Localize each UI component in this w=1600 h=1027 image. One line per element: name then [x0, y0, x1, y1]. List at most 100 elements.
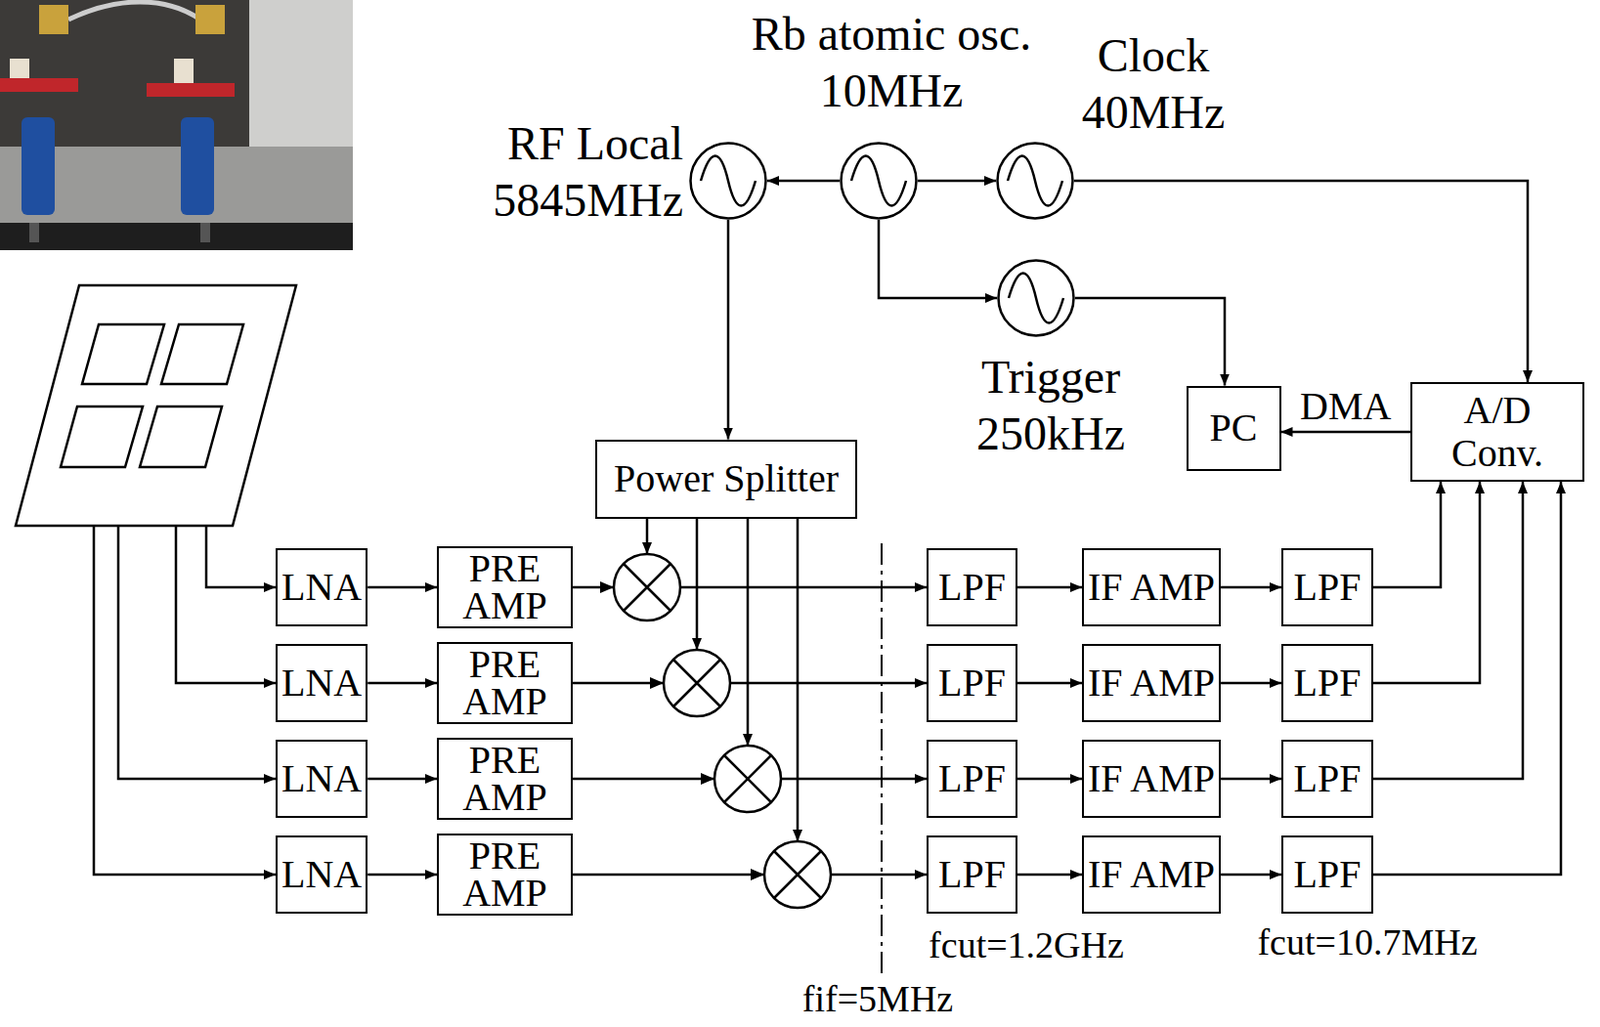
- antenna-feeds: [93, 525, 276, 875]
- oscillator-circle: [998, 260, 1075, 337]
- signal-arrow: [1017, 586, 1082, 590]
- oscillator-symbol: [689, 141, 768, 220]
- signal-arrow: [1220, 682, 1282, 686]
- photo-edge: [0, 222, 353, 251]
- feed-wire: [175, 525, 276, 684]
- mixer-symbol: [649, 649, 731, 717]
- lpf-box: LPF: [926, 548, 1018, 627]
- sine-wave: [1007, 156, 1063, 207]
- signal-arrow: [1220, 873, 1282, 877]
- block-label: LPF: [938, 565, 1006, 609]
- block-label: Power Splitter: [613, 457, 839, 501]
- oscillator-label: Trigger 250kHz: [963, 348, 1138, 462]
- oscillator-symbol: [839, 141, 918, 220]
- signal-arrow: [1017, 778, 1082, 781]
- photo-cylinder: [180, 117, 215, 216]
- oscillator-name: Clock 40MHz: [1070, 27, 1237, 140]
- block-label: LNA: [281, 757, 362, 801]
- block-label: IF AMP: [1087, 565, 1215, 609]
- signal-arrow: [367, 682, 437, 686]
- block-label: LNA: [281, 853, 362, 897]
- signal-arrow: [917, 179, 996, 183]
- block-label: LNA: [281, 661, 362, 705]
- lo-wire: [695, 518, 699, 650]
- photo-connector: [39, 4, 69, 35]
- signal-arrow: [727, 219, 731, 440]
- block-label: PRE AMP: [442, 550, 567, 625]
- lo-wire: [796, 518, 800, 842]
- oscillator-label: Rb atomic osc. 10MHz: [735, 5, 1048, 119]
- signal-arrow: [1220, 778, 1282, 781]
- ad-converter-box: A/D Conv.: [1410, 382, 1585, 482]
- oscillator-circle: [691, 143, 767, 219]
- lna-box: LNA: [275, 739, 368, 819]
- lpf-box: LPF: [1281, 644, 1374, 723]
- lna-box: LNA: [275, 644, 368, 723]
- antenna-element: [161, 324, 244, 385]
- antenna-element: [82, 324, 165, 385]
- photo-background: [0, 0, 353, 251]
- frequency-note: fcut=1.2GHz: [928, 926, 1125, 966]
- frequency-note: fcut=10.7MHz: [1256, 923, 1477, 963]
- oscillator-circle: [841, 143, 917, 219]
- oscillator-name: Trigger 250kHz: [963, 348, 1138, 462]
- signal-arrow: [1373, 481, 1561, 875]
- block-label: PRE AMP: [442, 741, 567, 817]
- mixer-symbol: [600, 554, 681, 621]
- clock-oscillator: Clock 40MHz: [995, 141, 1075, 220]
- signal-arrow: [1373, 481, 1523, 779]
- signal-arrow: [367, 778, 437, 781]
- signal-arrow: [1373, 481, 1441, 588]
- preamp-box: PRE AMP: [436, 737, 573, 821]
- mixer-symbol: [750, 841, 831, 909]
- equipment-photo: [0, 0, 353, 251]
- photo-foot: [29, 222, 40, 243]
- lna-box: LNA: [275, 835, 368, 914]
- block-label: IF AMP: [1087, 661, 1215, 705]
- if-boundary-line: [880, 543, 883, 976]
- preamp-box: PRE AMP: [436, 833, 573, 916]
- lpf-box: LPF: [926, 739, 1018, 819]
- if-amp-box: IF AMP: [1081, 835, 1221, 914]
- lo-wire: [746, 518, 750, 746]
- oscillator-name: RF Local 5845MHz: [477, 115, 684, 228]
- preamp-box: PRE AMP: [436, 642, 573, 725]
- lna-box: LNA: [275, 548, 368, 627]
- photo-foot: [200, 222, 211, 243]
- preamp-box: PRE AMP: [436, 546, 573, 629]
- block-label: IF AMP: [1087, 757, 1215, 801]
- antenna-array: [15, 285, 297, 526]
- block-label: A/D Conv.: [1416, 389, 1579, 476]
- antenna-element: [139, 406, 222, 468]
- edge-label: DMA: [1297, 385, 1394, 429]
- block-label: PRE AMP: [442, 837, 567, 912]
- oscillator-label: RF Local 5845MHz: [477, 115, 684, 228]
- signal-arrow: [767, 179, 840, 183]
- power-splitter-box: Power Splitter: [595, 439, 858, 519]
- signal-arrow: [878, 219, 997, 299]
- pc-box: PC: [1186, 386, 1282, 472]
- signal-arrow: [1017, 682, 1082, 686]
- oscillator-circle: [997, 143, 1074, 219]
- signal-arrow: [1281, 431, 1412, 434]
- oscillator-symbol: [996, 259, 1076, 338]
- block-label: LPF: [1294, 565, 1362, 609]
- antenna-element: [60, 406, 143, 468]
- oscillator-label: Clock 40MHz: [1070, 27, 1237, 140]
- signal-arrow: [1373, 481, 1480, 684]
- sine-wave: [1008, 273, 1064, 324]
- block-label: LNA: [281, 565, 362, 609]
- signal-arrow: [367, 873, 437, 877]
- block-label: LPF: [938, 661, 1006, 705]
- signal-arrow: [572, 682, 927, 686]
- oscillator-name: Rb atomic osc. 10MHz: [735, 5, 1048, 119]
- block-label: LPF: [1294, 661, 1362, 705]
- frequency-note: fif=5MHz: [802, 980, 953, 1020]
- local-oscillator: RF Local 5845MHz: [689, 141, 768, 220]
- lpf-box: LPF: [1281, 739, 1374, 819]
- antenna-panel: [15, 285, 297, 526]
- block-label: PRE AMP: [442, 646, 567, 721]
- block-label: IF AMP: [1087, 853, 1215, 897]
- lpf-box: LPF: [1281, 548, 1374, 627]
- signal-arrow: [572, 873, 927, 877]
